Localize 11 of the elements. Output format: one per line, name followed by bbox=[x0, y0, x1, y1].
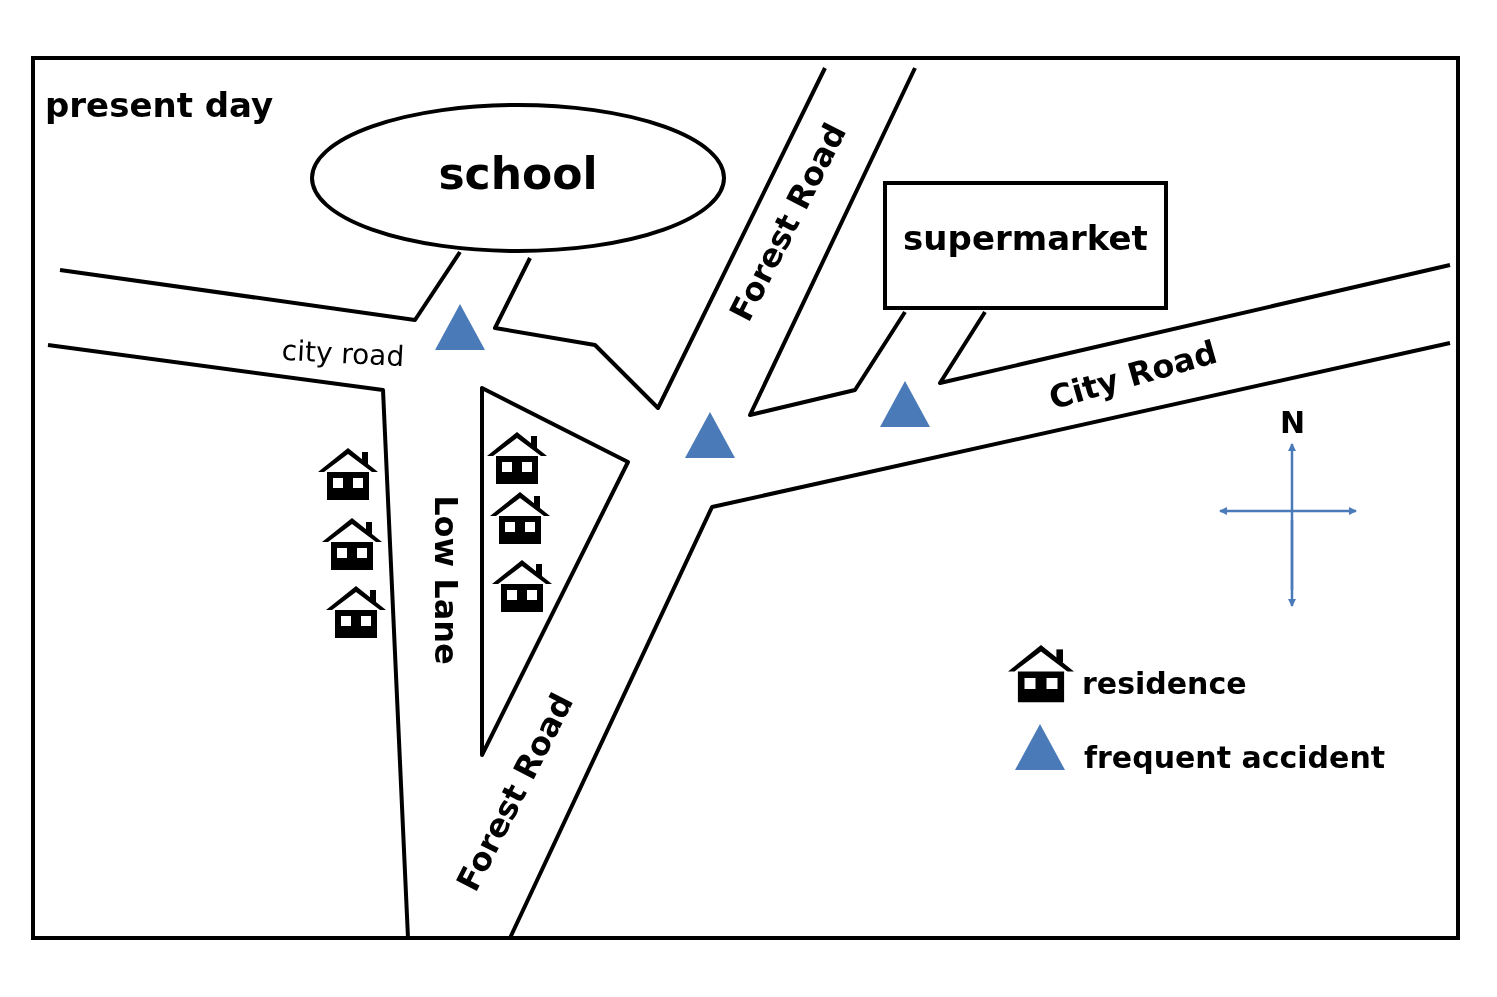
legend-label: frequent accident bbox=[1084, 743, 1386, 773]
north-label: N bbox=[1280, 408, 1306, 438]
school-label: school bbox=[438, 152, 598, 196]
supermarket-label: supermarket bbox=[903, 220, 1148, 255]
building-box bbox=[883, 181, 1168, 310]
road-name: Low Lane bbox=[430, 495, 462, 665]
legend-label: residence bbox=[1082, 669, 1247, 699]
road-name: City Road bbox=[1045, 335, 1221, 415]
ellipse-node bbox=[310, 103, 726, 253]
title-label: present day bbox=[45, 88, 274, 122]
road-name: city road bbox=[281, 336, 405, 372]
